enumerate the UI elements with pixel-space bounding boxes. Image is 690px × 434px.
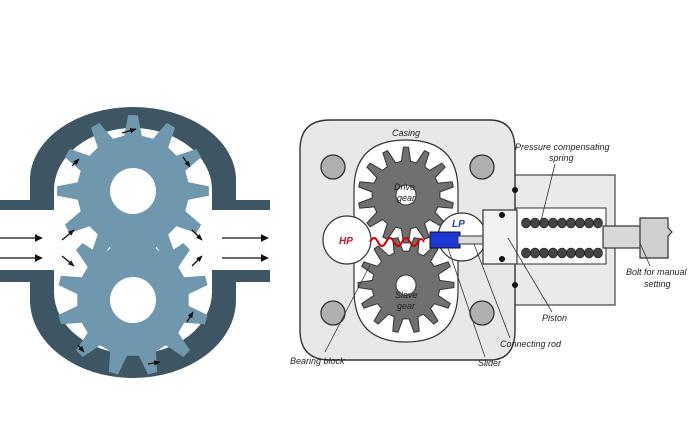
- leader-bolt: [639, 242, 651, 267]
- external-gear-pump: [0, 107, 270, 378]
- casing-bolt-bottom-right: [469, 300, 495, 326]
- callout-labels: Casing Drive gear Slave gear HP LP Press…: [290, 128, 688, 368]
- piston: [482, 209, 518, 265]
- label-bearing-block: Bearing block: [290, 356, 345, 366]
- spring-coil-bottom-4: [548, 247, 558, 259]
- casing-bolt-top-left: [320, 154, 346, 180]
- spring-coil-top-8: [584, 217, 594, 229]
- label-casing: Casing: [392, 128, 420, 138]
- slave-gear-hub: [395, 274, 417, 296]
- flow-arrow-icon-7: [191, 229, 203, 241]
- label-connecting-rod: Connecting rod: [500, 339, 562, 349]
- label-hp: HP: [339, 236, 353, 247]
- label-bolt-1: Bolt for manual: [626, 267, 688, 277]
- compensator-seal-top: [512, 187, 518, 193]
- spring-coil-bottom-5: [557, 247, 567, 259]
- flow-arrow-icon-12: [186, 311, 194, 323]
- spring-coil-top-2: [530, 217, 540, 229]
- leader-piston: [507, 237, 553, 313]
- leader-spring: [539, 163, 556, 226]
- bolt-icon: [602, 217, 673, 259]
- flow-arrow-icon-11: [71, 158, 80, 167]
- casing-bolt-bottom-left: [320, 300, 346, 326]
- flow-arrow-icon-13: [77, 344, 85, 353]
- flow-arrow-icon-6: [61, 255, 75, 267]
- spring-coil-bottom-6: [566, 247, 576, 259]
- leader-bearing-block: [324, 264, 371, 353]
- label-drive-gear-1: Drive: [394, 182, 415, 192]
- label-pressure-spring-1: Pressure compensating: [515, 142, 610, 152]
- leader-connecting-rod: [473, 243, 511, 339]
- label-slider: Slider: [478, 358, 502, 368]
- slider-block: [429, 231, 461, 249]
- spring-coil-top-5: [557, 217, 567, 229]
- piston-seal-top: [499, 212, 505, 218]
- spring-icon: [521, 217, 603, 259]
- label-lp: LP: [452, 219, 465, 230]
- spring-coil-top-4: [548, 217, 558, 229]
- spring-coil-top-9: [593, 217, 603, 229]
- piston-seal-bottom: [499, 256, 505, 262]
- label-piston: Piston: [542, 313, 567, 323]
- label-slave-gear-2: gear: [397, 301, 416, 311]
- lower-gear-hub: [110, 277, 156, 323]
- spring-coil-bottom-7: [575, 247, 585, 259]
- spring-coil-top-6: [566, 217, 576, 229]
- casing-bolt-top-right: [469, 154, 495, 180]
- flow-arrow-icon-8: [191, 255, 203, 267]
- label-pressure-spring-2: spring: [549, 153, 574, 163]
- flow-arrow-icon-9: [121, 128, 137, 134]
- label-drive-gear-2: gear: [397, 193, 416, 203]
- spring-coil-bottom-3: [539, 247, 549, 259]
- spring-coil-bottom-9: [593, 247, 603, 259]
- compensator-seal-bottom: [512, 282, 518, 288]
- flow-arrow-icon-14: [147, 360, 161, 366]
- upper-gear-hub: [110, 168, 156, 214]
- spring-coil-bottom-2: [530, 247, 540, 259]
- oil-flow-line: [369, 237, 425, 247]
- drive-gear-hub: [395, 184, 417, 206]
- leader-slider: [447, 247, 486, 358]
- label-slave-gear-1: Slave: [395, 290, 418, 300]
- pressure-compensated-pump: [299, 119, 673, 361]
- spring-coil-top-1: [521, 217, 531, 229]
- spring-coil-bottom-1: [521, 247, 531, 259]
- spring-coil-top-7: [575, 217, 585, 229]
- spring-coil-bottom-8: [584, 247, 594, 259]
- label-bolt-2: setting: [644, 279, 671, 289]
- flow-arrow-icon-5: [61, 229, 75, 241]
- flow-arrow-icon-10: [182, 156, 191, 168]
